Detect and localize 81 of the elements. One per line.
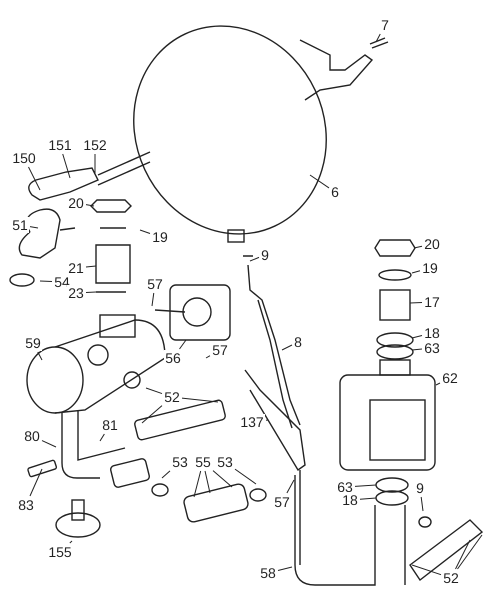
callout-number: 8 bbox=[293, 334, 303, 350]
leader-line bbox=[182, 398, 218, 402]
callout-number: 19 bbox=[421, 260, 439, 276]
callout-number: 21 bbox=[67, 260, 85, 276]
leader-line bbox=[204, 470, 210, 494]
leader-line bbox=[37, 352, 42, 360]
callout-number: 17 bbox=[423, 294, 441, 310]
leader-line bbox=[412, 564, 442, 576]
callout-number: 18 bbox=[341, 492, 359, 508]
leader-line bbox=[266, 420, 268, 421]
callout-number: 56 bbox=[164, 350, 182, 366]
leader-line bbox=[354, 484, 376, 487]
leader-line bbox=[376, 34, 381, 42]
callout-number: 83 bbox=[17, 497, 35, 513]
callout-number: 6 bbox=[330, 184, 340, 200]
leader-line bbox=[250, 256, 260, 262]
callout-number: 152 bbox=[82, 137, 108, 153]
leader-line bbox=[86, 266, 96, 268]
callout-number: 9 bbox=[415, 480, 425, 496]
callout-number: 18 bbox=[423, 325, 441, 341]
callout-number: 57 bbox=[273, 494, 291, 510]
callout-number: 9 bbox=[260, 247, 270, 263]
callout-number: 63 bbox=[423, 340, 441, 356]
callout-number: 53 bbox=[216, 454, 234, 470]
callout-number: 81 bbox=[101, 417, 119, 433]
callout-number: 20 bbox=[423, 236, 441, 252]
leader-line bbox=[194, 470, 202, 498]
leader-line bbox=[30, 226, 38, 228]
leader-line bbox=[410, 302, 422, 304]
leader-line bbox=[412, 335, 422, 338]
callout-number: 52 bbox=[163, 389, 181, 405]
leader-line bbox=[140, 230, 150, 234]
leader-line bbox=[234, 468, 256, 484]
callout-number: 57 bbox=[146, 276, 164, 292]
leader-line bbox=[142, 405, 162, 424]
leader-line bbox=[412, 270, 420, 274]
callout-number: 137 bbox=[239, 414, 265, 430]
callout-number: 51 bbox=[11, 217, 29, 233]
callout-number: 55 bbox=[194, 454, 212, 470]
leader-line bbox=[100, 434, 105, 442]
leader-line bbox=[69, 540, 72, 544]
leader-line bbox=[212, 470, 232, 488]
leader-line bbox=[206, 355, 210, 358]
leader-line bbox=[436, 382, 440, 386]
callout-number: 62 bbox=[441, 370, 459, 386]
callout-number: 53 bbox=[171, 454, 189, 470]
leader-line bbox=[86, 204, 94, 206]
leader-line bbox=[30, 468, 42, 496]
leader-line bbox=[414, 246, 422, 248]
leader-line bbox=[286, 480, 294, 494]
leader-line bbox=[420, 496, 424, 512]
leader-line bbox=[455, 540, 470, 570]
callout-number: 19 bbox=[151, 229, 169, 245]
callout-number: 58 bbox=[259, 565, 277, 581]
leader-line bbox=[360, 498, 376, 500]
leader-line bbox=[146, 388, 162, 394]
leader-line bbox=[310, 174, 330, 188]
leader-line bbox=[278, 566, 292, 571]
callout-number: 80 bbox=[23, 428, 41, 444]
leader-line bbox=[28, 166, 40, 190]
callout-number: 59 bbox=[24, 335, 42, 351]
leader-line bbox=[94, 154, 96, 174]
leader-line bbox=[457, 534, 482, 570]
callout-number: 20 bbox=[67, 195, 85, 211]
callout-number: 155 bbox=[47, 544, 73, 560]
callout-number: 7 bbox=[380, 17, 390, 33]
leader-line bbox=[152, 292, 154, 306]
callout-number: 57 bbox=[211, 342, 229, 358]
leader-line bbox=[282, 344, 292, 350]
callout-number: 150 bbox=[11, 150, 37, 166]
callout-number: 23 bbox=[67, 285, 85, 301]
leader-line bbox=[162, 470, 170, 478]
callout-number: 151 bbox=[47, 137, 73, 153]
leader-line bbox=[62, 154, 70, 178]
leader-line bbox=[42, 440, 56, 448]
leader-line bbox=[40, 280, 52, 282]
leader-line bbox=[179, 340, 186, 350]
callout-number: 52 bbox=[442, 570, 460, 586]
callout-number: 54 bbox=[53, 274, 71, 290]
leader-line bbox=[412, 348, 422, 350]
leader-line bbox=[86, 292, 96, 293]
